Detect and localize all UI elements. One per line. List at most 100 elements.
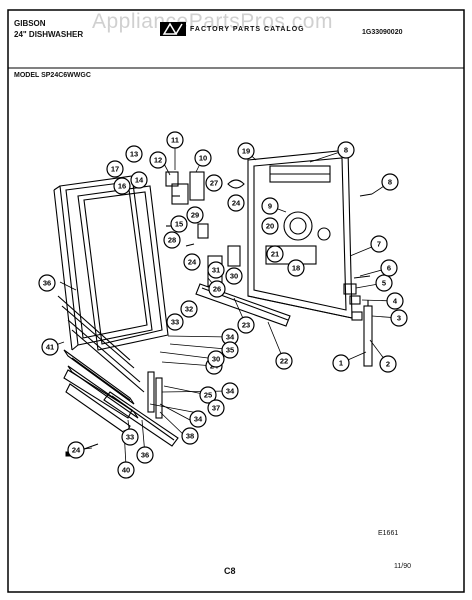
callout-16: 16 <box>113 177 131 195</box>
callout-30b: 30 <box>207 350 225 368</box>
callout-33a: 33 <box>166 313 184 331</box>
callout-30a: 30 <box>225 267 243 285</box>
callout-35: 35 <box>221 341 239 359</box>
svg-text:34: 34 <box>226 387 235 396</box>
page-number: C8 <box>224 566 236 576</box>
callout-29: 29 <box>186 206 204 224</box>
svg-text:41: 41 <box>46 343 54 352</box>
svg-text:36: 36 <box>43 279 51 288</box>
revision-date: 11/90 <box>394 563 411 570</box>
callout-24d: 24 <box>67 441 85 459</box>
catalog-title: FACTORY PARTS CATALOG <box>190 26 305 33</box>
svg-text:27: 27 <box>210 179 218 188</box>
svg-text:8: 8 <box>344 146 348 155</box>
svg-text:23: 23 <box>242 321 250 330</box>
svg-text:11: 11 <box>171 136 179 145</box>
svg-text:5: 5 <box>382 279 386 288</box>
callout-34b: 34 <box>221 382 239 400</box>
callout-8b: 8 <box>381 173 399 191</box>
callout-14: 14 <box>130 171 148 189</box>
callout-28: 28 <box>163 231 181 249</box>
callout-37: 37 <box>207 399 225 417</box>
svg-text:4: 4 <box>393 297 398 306</box>
callout-4: 4 <box>386 292 404 310</box>
callout-41: 41 <box>41 338 59 356</box>
callout-9: 9 <box>261 197 279 215</box>
svg-text:35: 35 <box>226 346 234 355</box>
svg-text:7: 7 <box>377 240 381 249</box>
callout-36b: 36 <box>136 446 154 464</box>
inner-door-panel <box>247 149 353 319</box>
svg-text:28: 28 <box>168 236 176 245</box>
kick-plate <box>63 357 133 435</box>
callout-27: 27 <box>205 174 223 192</box>
svg-text:40: 40 <box>122 466 130 475</box>
svg-text:12: 12 <box>154 156 162 165</box>
svg-text:24: 24 <box>72 446 81 455</box>
callout-19: 19 <box>237 142 255 160</box>
svg-text:22: 22 <box>280 357 288 366</box>
svg-text:17: 17 <box>111 165 119 174</box>
svg-text:33: 33 <box>126 433 134 442</box>
svg-text:37: 37 <box>212 404 220 413</box>
svg-text:18: 18 <box>292 264 300 273</box>
svg-text:31: 31 <box>212 266 220 275</box>
callout-1: 1 <box>332 354 350 372</box>
svg-text:32: 32 <box>185 305 193 314</box>
svg-text:15: 15 <box>175 220 183 229</box>
callout-36a: 36 <box>38 274 56 292</box>
callout-23: 23 <box>237 316 255 334</box>
outer-door-panel <box>53 175 153 351</box>
svg-text:30: 30 <box>212 355 220 364</box>
callout-26: 26 <box>208 280 226 298</box>
svg-text:21: 21 <box>271 250 279 259</box>
callout-18: 18 <box>287 259 305 277</box>
callout-40: 40 <box>117 461 135 479</box>
toe-panel <box>103 391 179 447</box>
svg-text:16: 16 <box>118 182 126 191</box>
hinge-parts <box>343 193 373 367</box>
brand-logo <box>160 22 186 36</box>
svg-text:13: 13 <box>130 150 138 159</box>
callout-12: 12 <box>149 151 167 169</box>
catalog-number: 1G33090020 <box>362 29 403 36</box>
callout-31: 31 <box>207 261 225 279</box>
svg-text:34: 34 <box>194 415 203 424</box>
callout-33b: 33 <box>121 428 139 446</box>
model-label: MODEL SP24C6WWGC <box>14 72 91 79</box>
callout-7: 7 <box>370 235 388 253</box>
svg-text:29: 29 <box>191 211 199 220</box>
callout-17: 17 <box>106 160 124 178</box>
svg-text:8: 8 <box>388 178 392 187</box>
callout-34c: 34 <box>189 410 207 428</box>
callout-21: 21 <box>266 245 284 263</box>
svg-text:20: 20 <box>266 222 274 231</box>
svg-text:36: 36 <box>141 451 149 460</box>
callout-10: 10 <box>194 149 212 167</box>
svg-text:38: 38 <box>186 432 194 441</box>
callout-8a: 8 <box>337 141 355 159</box>
svg-text:30: 30 <box>230 272 238 281</box>
svg-text:1: 1 <box>339 359 343 368</box>
svg-text:24: 24 <box>232 199 241 208</box>
svg-text:25: 25 <box>204 391 212 400</box>
callout-20: 20 <box>261 217 279 235</box>
svg-text:9: 9 <box>268 202 272 211</box>
svg-text:6: 6 <box>387 264 391 273</box>
callout-6: 6 <box>380 259 398 277</box>
svg-text:14: 14 <box>135 176 144 185</box>
callout-11: 11 <box>166 131 184 149</box>
callout-38: 38 <box>181 427 199 445</box>
callout-24a: 24 <box>227 194 245 212</box>
side-rails <box>147 371 163 419</box>
product-label: 24" DISHWASHER <box>14 30 84 39</box>
svg-text:34: 34 <box>226 333 235 342</box>
svg-text:2: 2 <box>386 360 390 369</box>
callout-22: 22 <box>275 352 293 370</box>
svg-text:10: 10 <box>199 154 207 163</box>
callout-24b: 24 <box>183 253 201 271</box>
trim-strips <box>57 295 145 419</box>
